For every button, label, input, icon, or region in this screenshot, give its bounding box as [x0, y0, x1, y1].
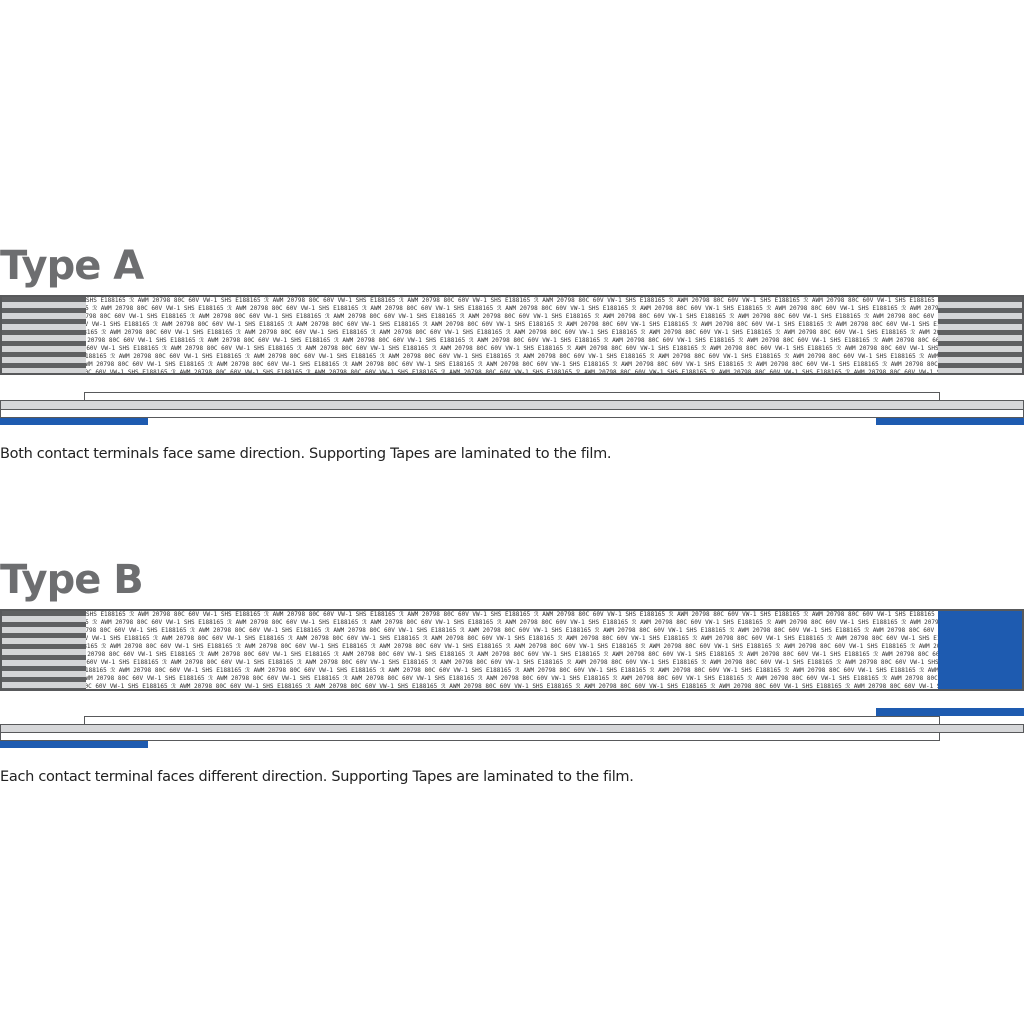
cable-marking-print: SHS E188165 ℛ AWM 20798 80C 60V VW-1 SHS…: [86, 297, 938, 373]
left-supporting-tape: [0, 741, 148, 748]
left-contact-terminal: [2, 297, 86, 373]
cable-marking-print: SHS E188165 ℛ AWM 20798 80C 60V VW-1 SHS…: [86, 611, 938, 689]
cable-marking-line: SHS E188165 ℛ AWM 20798 80C 60V VW-1 SHS…: [86, 667, 938, 674]
left-contact-terminal: [2, 611, 86, 689]
cable-marking-line: SHS E188165 ℛ AWM 20798 80C 60V VW-1 SHS…: [86, 345, 938, 352]
cable-marking-line: SHS E188165 ℛ AWM 20798 80C 60V VW-1 SHS…: [86, 611, 938, 618]
type-b-cable-top-view: SHS E188165 ℛ AWM 20798 80C 60V VW-1 SHS…: [0, 609, 1024, 691]
cable-marking-line: SHS E188165 ℛ AWM 20798 80C 60V VW-1 SHS…: [86, 297, 938, 304]
type-a-cable-top-view: SHS E188165 ℛ AWM 20798 80C 60V VW-1 SHS…: [0, 295, 1024, 375]
cable-marking-line: SHS E188165 ℛ AWM 20798 80C 60V VW-1 SHS…: [86, 329, 938, 336]
type-a-title: Type A: [0, 243, 144, 289]
right-contact-terminal: [938, 297, 1022, 373]
cable-marking-line: SHS E188165 ℛ AWM 20798 80C 60V VW-1 SHS…: [86, 361, 938, 368]
lower-film-layer: [0, 732, 940, 741]
right-supporting-tape: [876, 418, 1024, 425]
cable-marking-line: SHS E188165 ℛ AWM 20798 80C 60V VW-1 SHS…: [86, 635, 938, 642]
cable-marking-line: SHS E188165 ℛ AWM 20798 80C 60V VW-1 SHS…: [86, 369, 938, 373]
cable-marking-line: SHS E188165 ℛ AWM 20798 80C 60V VW-1 SHS…: [86, 651, 938, 658]
cable-marking-line: SHS E188165 ℛ AWM 20798 80C 60V VW-1 SHS…: [86, 643, 938, 650]
lower-film-layer: [0, 409, 1024, 418]
type-a-caption: Both contact terminals face same directi…: [0, 446, 612, 462]
right-supporting-tape: [876, 708, 1024, 716]
type-b-caption: Each contact terminal faces different di…: [0, 769, 634, 785]
right-supporting-tape-block: [938, 611, 1022, 689]
cable-marking-line: SHS E188165 ℛ AWM 20798 80C 60V VW-1 SHS…: [86, 321, 938, 328]
cable-marking-line: SHS E188165 ℛ AWM 20798 80C 60V VW-1 SHS…: [86, 305, 938, 312]
cable-marking-line: SHS E188165 ℛ AWM 20798 80C 60V VW-1 SHS…: [86, 313, 938, 320]
cable-marking-line: SHS E188165 ℛ AWM 20798 80C 60V VW-1 SHS…: [86, 675, 938, 682]
type-b-title: Type B: [0, 557, 144, 603]
left-supporting-tape: [0, 418, 148, 425]
cable-marking-line: SHS E188165 ℛ AWM 20798 80C 60V VW-1 SHS…: [86, 353, 938, 360]
cable-marking-line: SHS E188165 ℛ AWM 20798 80C 60V VW-1 SHS…: [86, 659, 938, 666]
cable-marking-line: SHS E188165 ℛ AWM 20798 80C 60V VW-1 SHS…: [86, 627, 938, 634]
cable-marking-line: SHS E188165 ℛ AWM 20798 80C 60V VW-1 SHS…: [86, 683, 938, 689]
cable-marking-line: SHS E188165 ℛ AWM 20798 80C 60V VW-1 SHS…: [86, 337, 938, 344]
cable-marking-line: SHS E188165 ℛ AWM 20798 80C 60V VW-1 SHS…: [86, 619, 938, 626]
